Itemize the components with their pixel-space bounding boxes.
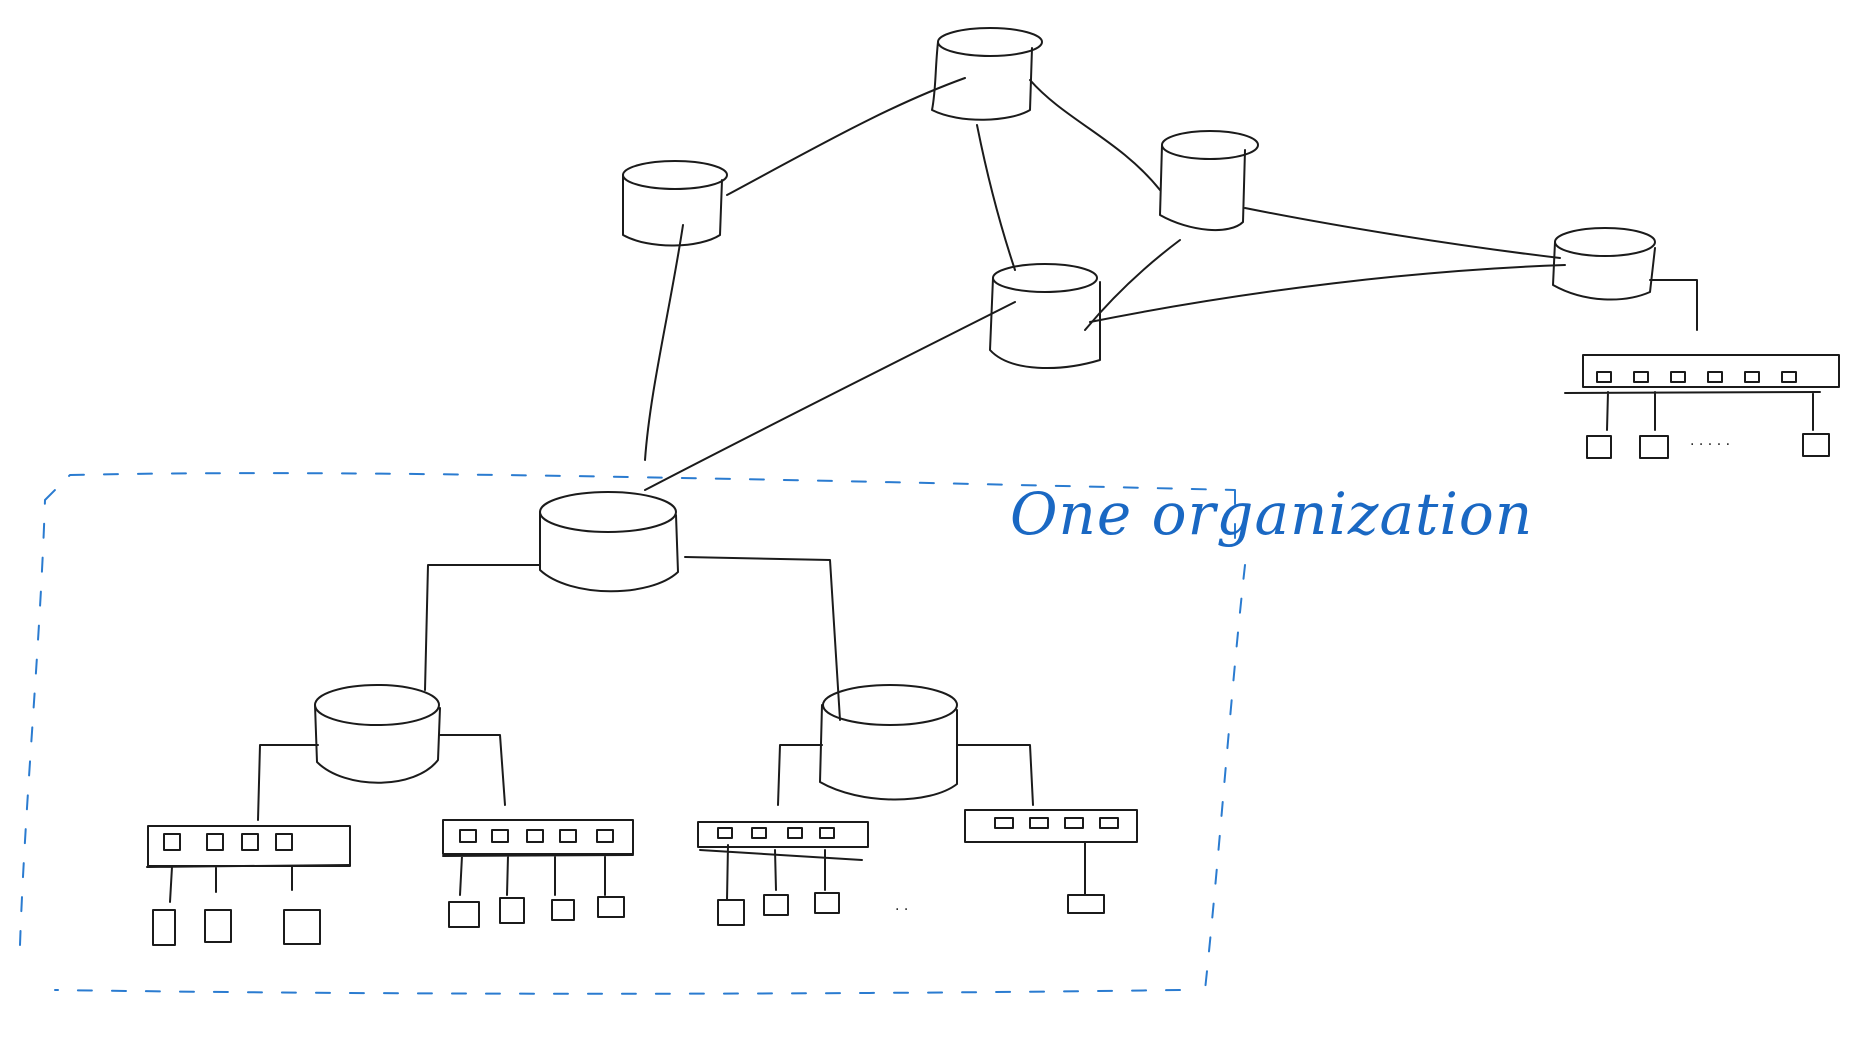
- router-right-mid: [1159, 130, 1259, 232]
- organization-label: One organization: [1010, 480, 1534, 548]
- link-rightmid-farright: [1244, 207, 1561, 259]
- router-org-left: [257, 684, 506, 821]
- router-org-root: [539, 491, 679, 593]
- link-top-left: [726, 77, 966, 196]
- svg-text:. .: . .: [895, 898, 908, 914]
- link-top-rightmid: [1029, 79, 1161, 191]
- link-orgroot-orgright: [684, 556, 841, 721]
- link-top-center: [976, 124, 1016, 271]
- switch-org-2: [442, 819, 634, 928]
- router-org-right: [777, 684, 1034, 806]
- organization-boundary: [19, 472, 1246, 995]
- switch-org-1: [146, 825, 351, 946]
- switch-far-right: [1564, 354, 1840, 459]
- router-far-right: [1552, 227, 1698, 331]
- switch-org-3: . .: [697, 821, 908, 926]
- link-orgroot-orgleft: [424, 564, 541, 691]
- link-center-farright: [1089, 264, 1566, 323]
- hosts-ellipsis: . . . . .: [1690, 433, 1730, 449]
- switch-org-4: [964, 809, 1138, 914]
- router-links: [424, 77, 1566, 721]
- router-top: [931, 27, 1043, 121]
- link-rightmid-center: [1084, 239, 1181, 331]
- router-center: [989, 263, 1101, 370]
- link-center-orgroot: [644, 301, 1016, 491]
- router-left: [622, 160, 728, 247]
- link-left-orgroot: [644, 224, 684, 461]
